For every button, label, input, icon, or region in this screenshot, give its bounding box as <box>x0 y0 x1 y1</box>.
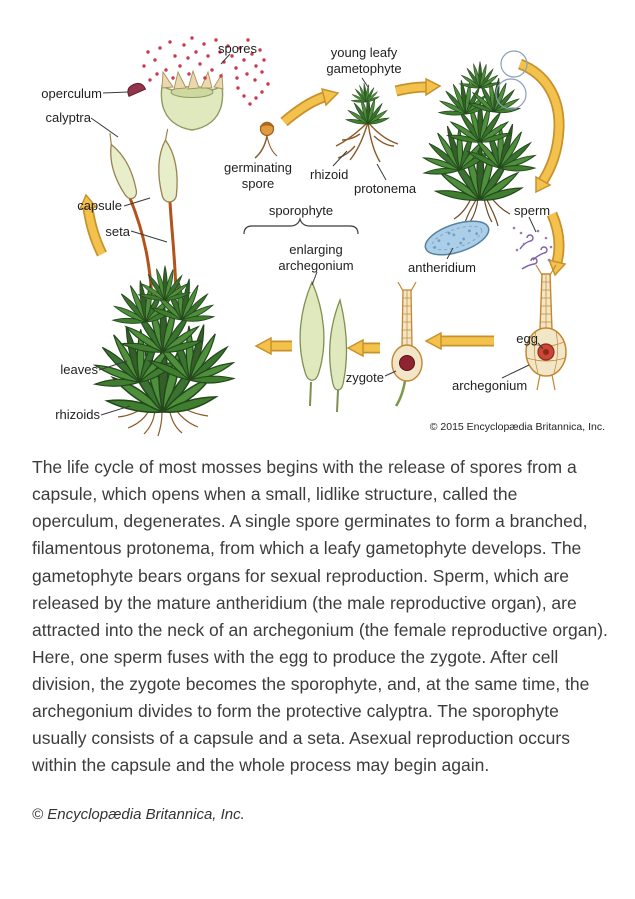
label-sperm: sperm <box>514 203 551 218</box>
label-capsule: capsule <box>77 198 122 213</box>
label-antheridium: antheridium <box>408 260 476 275</box>
organ-highlight-circle <box>500 50 528 78</box>
pointer-lines <box>90 53 544 416</box>
label-zygote: zygote <box>345 370 384 385</box>
label-egg: egg <box>516 331 538 346</box>
label-germinating-spore: germinating spore <box>224 160 292 191</box>
enlarging-archegonium-shape <box>299 280 348 413</box>
label-archegonium: archegonium <box>452 378 528 393</box>
gametophyte-plant-shape <box>412 50 547 227</box>
label-seta: seta <box>105 224 130 239</box>
diagram-illustration <box>78 36 567 437</box>
label-calyptra: calyptra <box>45 110 91 125</box>
label-rhizoid: rhizoid <box>310 167 349 182</box>
label-enlarging-archegonium: enlarging archegonium <box>278 242 354 273</box>
label-operculum: operculum <box>41 86 102 101</box>
spores-dots <box>142 36 270 106</box>
diagram-copyright: © 2015 Encyclopædia Britannica, Inc. <box>429 421 605 433</box>
label-rhizoids: rhizoids <box>55 407 100 422</box>
sperm-cells-shape <box>519 234 548 270</box>
sporophyte-bracket <box>243 216 359 235</box>
moss-life-cycle-diagram: spores young leafy gametophyte operculum… <box>0 0 635 445</box>
open-capsule-shape <box>160 69 224 131</box>
capsule-shape <box>109 133 138 200</box>
archegonium-shape <box>525 264 567 391</box>
label-young-leafy-gametophyte: young leafy gametophyte <box>326 45 402 76</box>
label-protonema: protonema <box>354 181 417 196</box>
label-sporophyte: sporophyte <box>268 203 334 218</box>
attribution-line: © Encyclopædia Britannica, Inc. <box>32 805 245 823</box>
zygote-shape <box>391 281 423 407</box>
seta-shape <box>168 201 178 299</box>
label-leaves: leaves <box>60 362 98 377</box>
moss-plant-shape <box>82 197 247 437</box>
germinating-spore-shape <box>254 121 278 159</box>
protonema-shape <box>335 121 399 163</box>
young-gametophyte-shape <box>335 81 399 163</box>
cycle-arrows <box>78 58 567 358</box>
antheridium-shape <box>424 220 490 256</box>
caption-paragraph: The life cycle of most mosses begins wit… <box>32 457 608 776</box>
capsule-shape <box>158 128 178 203</box>
organ-highlight-circle <box>495 78 527 110</box>
sperm-dots <box>512 226 553 262</box>
label-spores: spores <box>218 41 258 56</box>
operculum-shape <box>127 82 147 98</box>
